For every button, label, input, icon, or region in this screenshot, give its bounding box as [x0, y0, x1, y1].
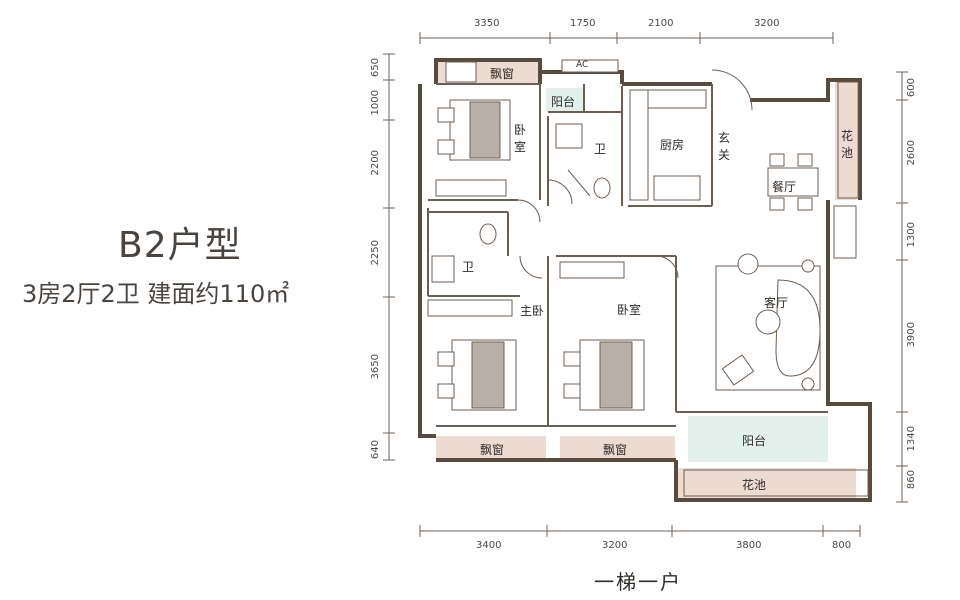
planter-bottom-outline	[683, 469, 869, 497]
bed-center	[563, 339, 645, 411]
dining-table	[767, 153, 819, 211]
living-sofa	[715, 253, 821, 391]
room-bath-west: 卫	[462, 260, 475, 274]
room-entry: 玄关	[718, 131, 731, 162]
dim-bottom-2: 3200	[602, 540, 628, 551]
door-swings	[517, 69, 753, 279]
room-balcony-main: 阳台	[742, 434, 767, 448]
room-dining: 餐厅	[772, 180, 797, 194]
dim-bottom-4: 800	[832, 540, 852, 551]
planter-right-outline	[837, 81, 859, 199]
kitchen-stove	[653, 175, 701, 201]
dim-top-2: 1750	[570, 18, 596, 29]
sink-west	[431, 255, 455, 283]
inner-walls	[427, 83, 828, 427]
planter-bottom-zone	[676, 468, 856, 498]
dim-top-3: 2100	[648, 18, 674, 29]
dim-bottom-1: 3400	[476, 540, 502, 551]
room-planter-right: 花池	[841, 129, 854, 160]
wardrobe-center	[559, 261, 625, 279]
unit-type-title: B2户型	[118, 225, 242, 266]
dim-left-1: 650	[370, 58, 381, 78]
toilet-west	[479, 223, 497, 245]
dim-right-4: 3900	[906, 322, 917, 348]
dim-right-1: 600	[906, 78, 917, 98]
ac-box	[561, 59, 619, 73]
dim-top-4: 3200	[754, 18, 780, 29]
dim-left-4: 2250	[370, 240, 381, 266]
dim-left-3: 2200	[370, 150, 381, 176]
dim-right-6: 860	[906, 470, 917, 490]
sink-center	[555, 123, 583, 149]
room-bedroom-center: 卧室	[617, 303, 642, 317]
room-balcony-small: 阳台	[551, 95, 576, 109]
planter-right-zone	[835, 80, 857, 200]
room-planter-bottom: 花池	[742, 478, 767, 492]
dim-top-1: 3350	[474, 18, 500, 29]
room-bath-center: 卫	[594, 142, 607, 156]
outer-walls	[418, 58, 872, 502]
room-kitchen: 厨房	[660, 138, 685, 152]
balcony-small-zone	[546, 88, 584, 112]
footer-label: 一梯一户	[594, 570, 682, 594]
room-ac: AC	[576, 60, 589, 70]
unit-summary: 3房2厅2卫 建面约110㎡	[22, 280, 290, 308]
dim-right-5: 1340	[906, 426, 917, 452]
bed-nw	[437, 99, 511, 161]
dimension-lines	[383, 32, 908, 537]
room-master: 主卧	[520, 304, 545, 318]
bed-master	[437, 339, 517, 411]
room-bay-window-bc: 飘窗	[603, 443, 628, 457]
ac-unit-right	[833, 205, 857, 259]
room-bedroom-nw: 卧室	[514, 123, 527, 154]
toilet-center	[593, 177, 611, 199]
dim-left-2: 1000	[370, 90, 381, 116]
room-living: 客厅	[764, 296, 789, 310]
dim-bottom-3: 3800	[736, 540, 762, 551]
wardrobe-master	[427, 299, 513, 317]
ac-unit	[445, 61, 477, 83]
dim-left-5: 3650	[370, 354, 381, 380]
dim-left-6: 640	[370, 440, 381, 460]
dim-right-3: 1300	[906, 222, 917, 248]
balcony-main-zone	[688, 416, 828, 462]
room-bay-window-bl: 飘窗	[480, 443, 505, 457]
bay-window-bl-zone	[436, 436, 546, 460]
bay-window-bc-zone	[560, 436, 675, 460]
room-bay-window-top: 飘窗	[490, 67, 515, 81]
dim-right-2: 2600	[906, 140, 917, 166]
kitchen-counter-side	[629, 89, 649, 201]
wardrobe-nw	[435, 179, 507, 197]
